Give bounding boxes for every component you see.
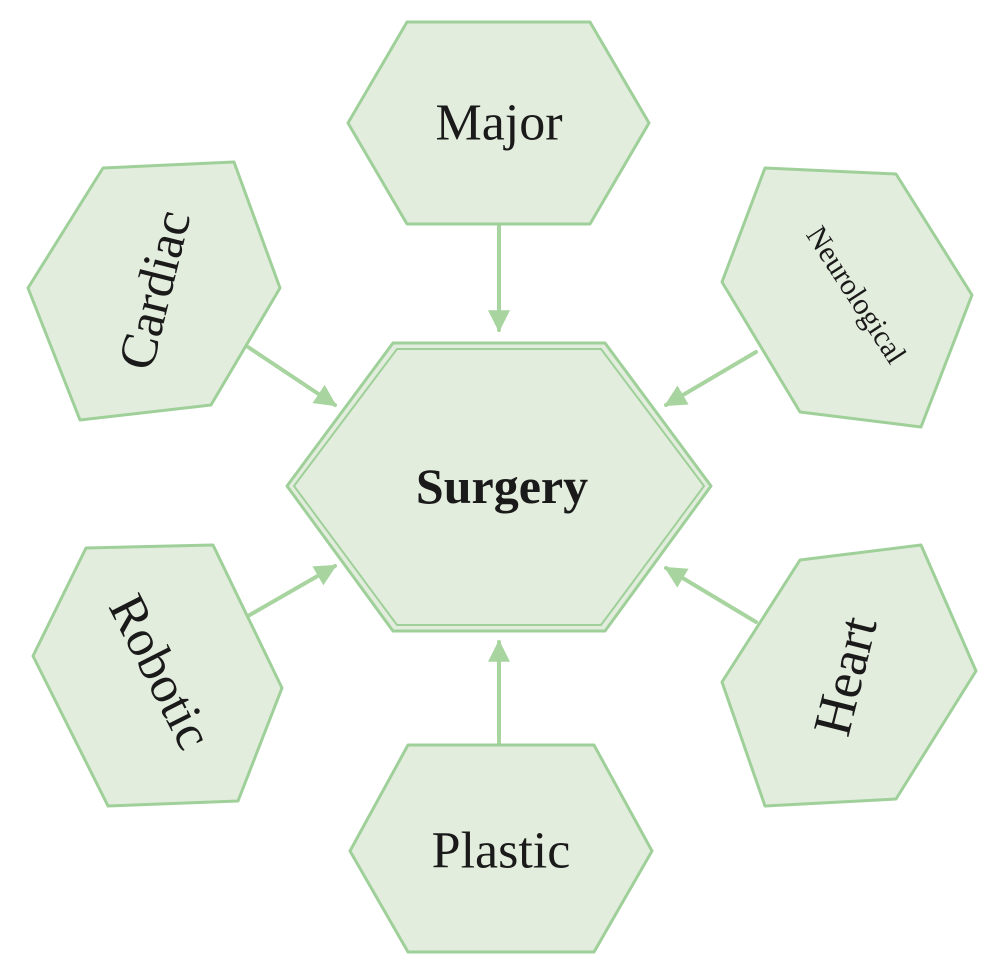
hexagon-cardiac [26,160,282,422]
node-cardiac: Cardiac [26,160,282,422]
connector-heart [664,566,758,624]
center-node: Surgery [285,341,713,633]
node-robotic: Robotic [31,543,284,808]
node-neurological: Neurological [720,166,974,429]
node-major: Major [346,20,651,226]
connectors [246,222,758,747]
hexagon-neurological [720,166,974,429]
center-hexagon-inner-border [293,348,705,626]
hexagon-major [346,20,651,226]
hexagon-heart [720,543,978,808]
hexagon-plastic [348,743,654,954]
connector-neurological [664,350,758,407]
node-plastic: Plastic [348,743,654,954]
center-label: Surgery [416,458,588,514]
label-major: Major [435,95,562,152]
node-heart: Heart [720,543,978,808]
label-plastic: Plastic [432,823,571,880]
connector-robotic [246,564,337,618]
hexagon-robotic [31,543,284,808]
center-hexagon [285,341,713,633]
connector-cardiac [246,345,337,407]
